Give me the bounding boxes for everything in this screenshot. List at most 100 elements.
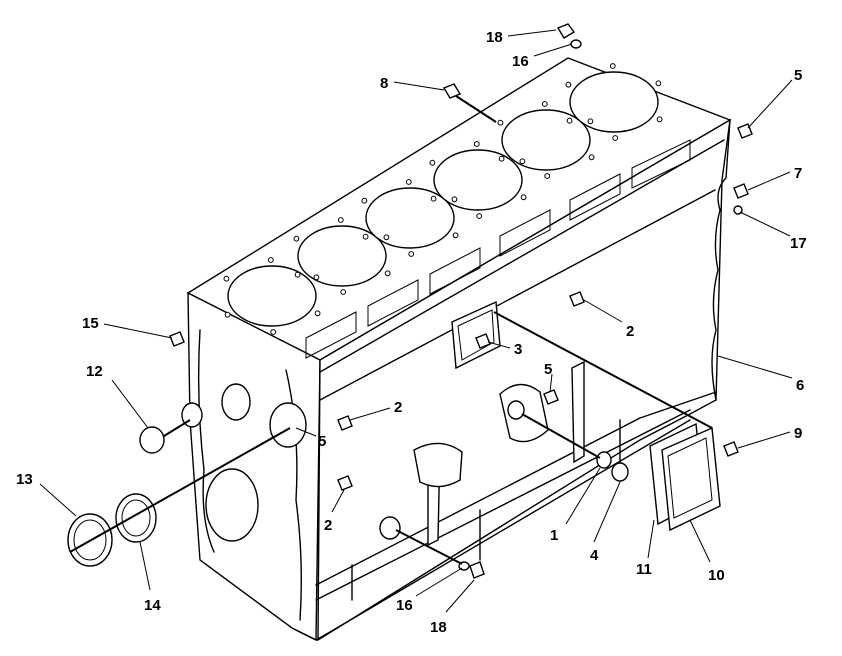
block-rear-edge (711, 119, 731, 401)
head-bolt-hole (452, 232, 459, 239)
side-bracket-plate-2 (413, 442, 463, 488)
callout-3: 3 (514, 341, 522, 358)
plug-3 (475, 333, 491, 349)
callout-5-rear: 5 (794, 67, 802, 84)
head-bolt-hole (340, 289, 347, 295)
callout-6: 6 (796, 377, 804, 394)
head-bolt-hole (362, 233, 369, 240)
callout-4: 4 (590, 547, 599, 564)
front-flange-left (197, 329, 215, 553)
leader-lines (39, 29, 793, 613)
cup-plug-12 (139, 426, 165, 454)
callout-13: 13 (16, 471, 33, 488)
callout-2-upper: 2 (626, 323, 634, 340)
exploded-parts (67, 23, 753, 579)
head-bolt-hole (565, 81, 572, 88)
head-bolt-hole (430, 195, 437, 202)
callout-17: 17 (790, 235, 807, 252)
bolt-8 (442, 83, 462, 99)
head-bolt-hole (544, 173, 551, 179)
callout-8: 8 (380, 75, 388, 92)
callout-11: 11 (636, 561, 652, 578)
head-bolt-hole (497, 119, 504, 126)
callout-7: 7 (794, 165, 802, 182)
water-jacket-line (319, 189, 716, 401)
plug-5-side (543, 389, 559, 405)
head-bolt-hole (383, 234, 390, 241)
head-bolt-hole (476, 213, 483, 219)
callout-18-top: 18 (486, 29, 503, 46)
head-bolt-hole (451, 196, 458, 203)
head-bolt-hole (656, 116, 663, 123)
cylinder-block (181, 57, 732, 642)
plug-7 (733, 183, 749, 199)
callout-10: 10 (708, 567, 725, 584)
head-bolt-hole (587, 118, 594, 125)
head-bolt-hole (612, 135, 619, 141)
callout-16-top: 16 (512, 53, 529, 70)
rear-cover-plate (661, 426, 721, 532)
head-bolt-hole (473, 141, 480, 147)
crankshaft-bore (205, 468, 259, 542)
head-bolt-hole (519, 158, 526, 165)
front-plug-bore (269, 402, 307, 448)
side-plug-bore (379, 516, 401, 540)
callout-16-bottom: 16 (396, 597, 413, 614)
cylinder-bore-2 (297, 225, 387, 287)
callout-2-lower: 2 (324, 517, 332, 534)
head-bolt-hole (541, 101, 548, 107)
deck-edge-line (319, 139, 725, 373)
head-bolt-hole (223, 275, 230, 282)
head-bolt-hole (314, 310, 321, 317)
head-bolt-hole (429, 159, 436, 166)
cylinder-bores (227, 71, 659, 327)
head-bolt-hole (655, 80, 662, 87)
head-bolt-hole (293, 235, 300, 242)
head-bolt-hole (267, 257, 274, 263)
plug-2-lower (337, 475, 353, 491)
head-bolt-hole (337, 217, 344, 223)
plug-2-upper (569, 291, 585, 307)
head-bolt-hole (224, 311, 231, 318)
plug-2-mid (337, 415, 353, 431)
sleeve-14 (115, 493, 157, 543)
callout-2-mid: 2 (394, 399, 402, 416)
callout-12: 12 (86, 363, 103, 380)
pan-rail-lower (315, 409, 691, 601)
head-bolt-hole (588, 154, 595, 161)
side-cover-gasket (451, 300, 501, 370)
cylinder-bore-3 (365, 187, 455, 249)
lifter-windows (305, 139, 691, 359)
head-bolt-hole (498, 155, 505, 162)
o-ring-1 (596, 451, 612, 469)
head-bolt-hole (405, 179, 412, 185)
bolt-9 (723, 441, 739, 457)
cylinder-bore-6 (569, 71, 659, 133)
head-bolt-hole (270, 329, 277, 335)
cylinder-bore-5 (501, 109, 591, 171)
plug-18-top (556, 23, 576, 39)
callout-9: 9 (794, 425, 802, 442)
pan-rail-line (315, 391, 717, 586)
head-bolt-hole (566, 117, 573, 124)
cylinder-bore-4 (433, 149, 523, 211)
callout-labels: 18 16 8 5 7 17 2 15 3 12 5 6 2 5 9 13 2 … (16, 29, 807, 636)
head-bolt-hole (313, 274, 320, 281)
plug-4 (611, 462, 629, 482)
head-bolt-hole (361, 197, 368, 204)
callout-5-front: 5 (318, 433, 326, 450)
washer-16-top (570, 39, 582, 49)
camshaft-bore (221, 383, 251, 421)
pan-rail-bottom (295, 419, 691, 641)
head-bolt-hole (384, 270, 391, 277)
callout-1: 1 (550, 527, 558, 544)
callout-15: 15 (82, 315, 99, 332)
callout-18-bottom: 18 (430, 619, 447, 636)
plug-18-bottom (469, 561, 485, 579)
dowel-15 (169, 331, 185, 347)
head-bolt-holes (223, 63, 663, 335)
callout-5-side: 5 (544, 361, 552, 378)
callout-14: 14 (144, 597, 161, 614)
head-bolt-hole (408, 251, 415, 257)
